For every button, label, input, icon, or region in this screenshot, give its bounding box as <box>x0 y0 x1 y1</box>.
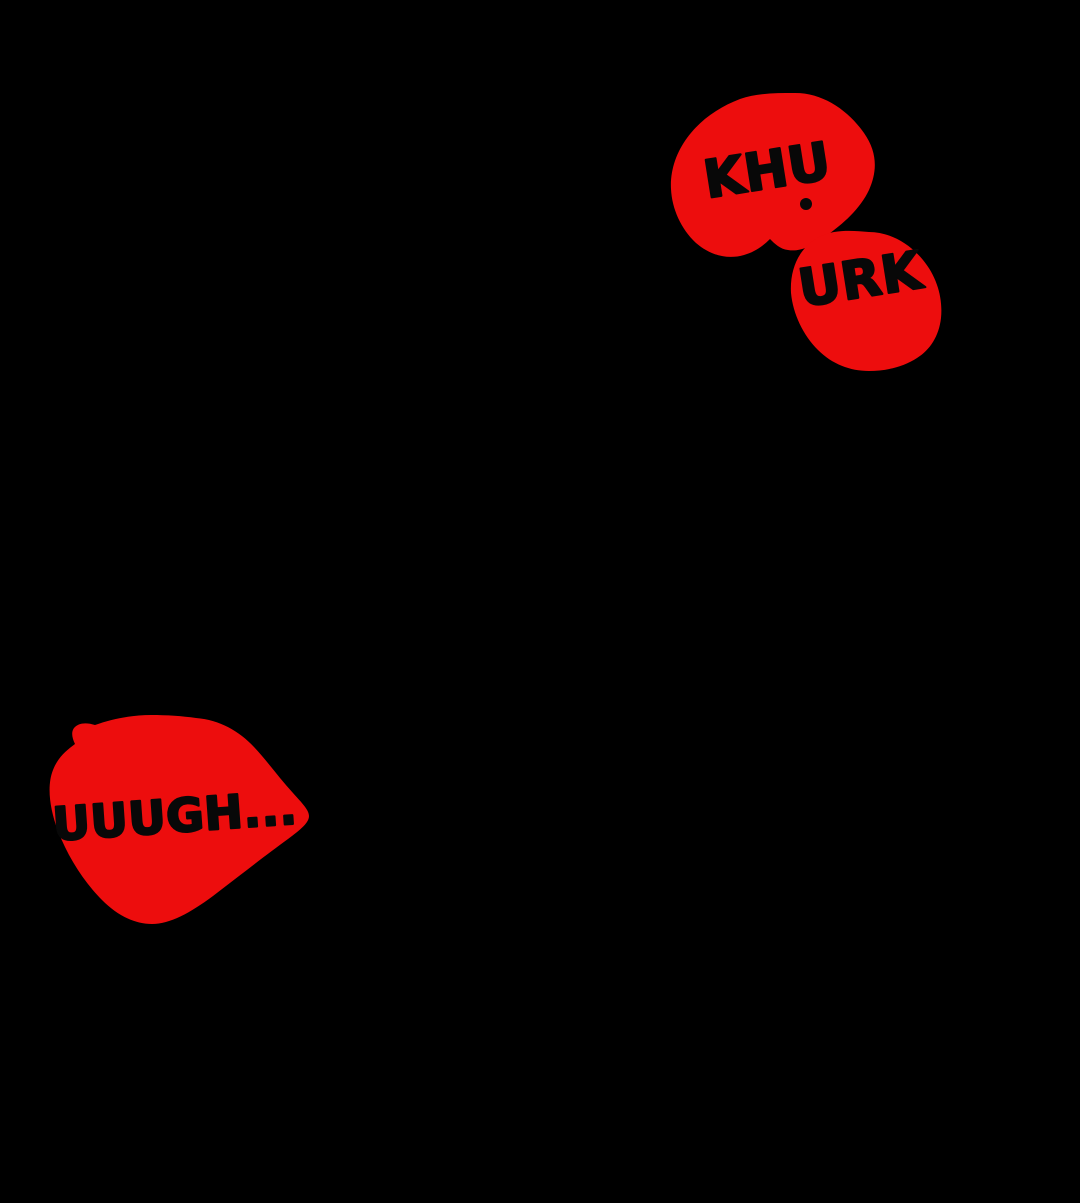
speech-bubble-urk-shape <box>790 230 942 371</box>
speech-bubble-uuugh-shape <box>49 715 310 924</box>
khu-underdot <box>800 198 812 210</box>
speech-bubble-khu-shape <box>670 92 875 257</box>
speech-bubble-uuugh: UUUGH... <box>49 715 310 924</box>
speech-bubble-khu: KHU <box>670 92 875 257</box>
speech-bubble-urk: URK <box>790 230 942 371</box>
